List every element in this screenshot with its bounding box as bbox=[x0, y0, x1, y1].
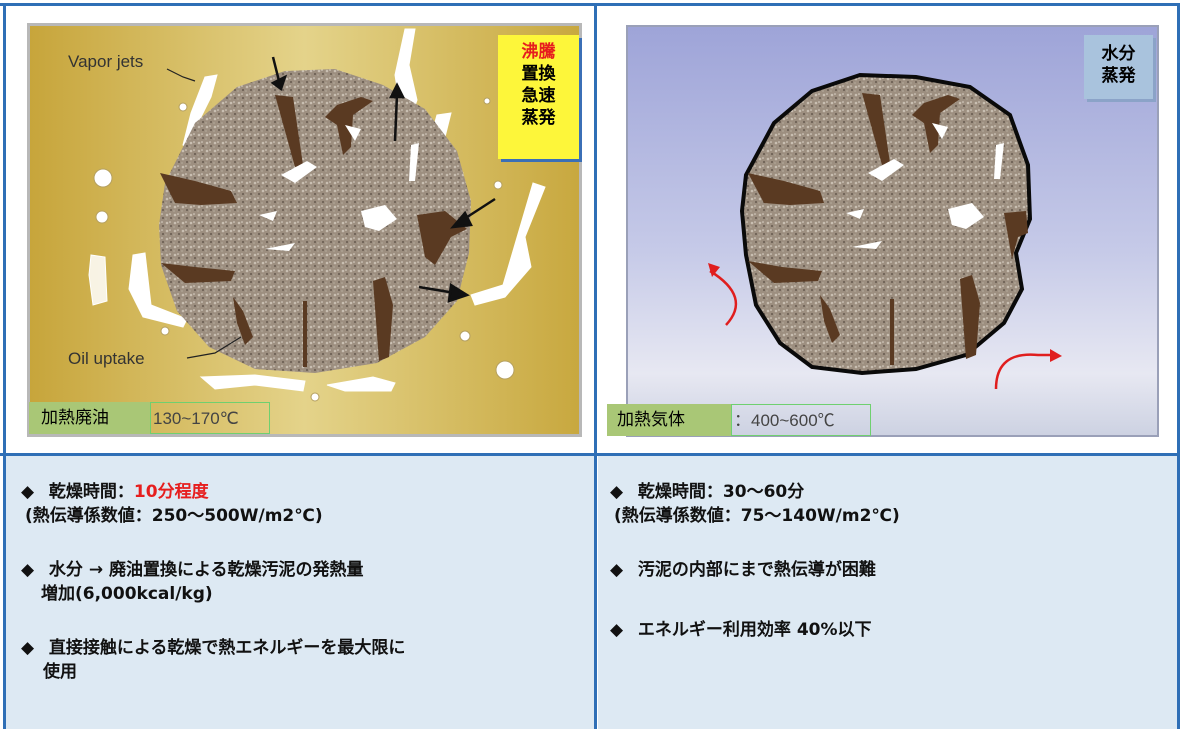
bullet-1: ◆ 乾燥時間：10分程度 bbox=[21, 481, 209, 503]
process-tag: 沸騰 置換 急速 蒸発 bbox=[498, 35, 579, 159]
bullet-3-cont: 使用 bbox=[43, 662, 77, 682]
tag-evaporate: 蒸発 bbox=[1101, 66, 1136, 86]
bubbles bbox=[93, 97, 515, 402]
heating-medium-label: 加熱気体 bbox=[607, 404, 731, 436]
drying-time-value: 10分程度 bbox=[133, 482, 209, 502]
tag-moisture: 水分 bbox=[1101, 44, 1136, 64]
bullet-3: ◆ 直接接触による乾燥で熱エネルギーを最大限に bbox=[21, 637, 405, 659]
left-border bbox=[3, 3, 6, 729]
gas-drying-cell: 水分 蒸発 加熱気体 ：400~600℃ bbox=[598, 5, 1180, 453]
oil-drying-diagram bbox=[27, 23, 582, 437]
diamond-icon: ◆ bbox=[610, 482, 624, 502]
bullet-2-text: 水分 → 廃油置換による乾燥汚泥の発熱量 bbox=[48, 560, 364, 580]
oil-drying-cell: Vapor jets Oil uptake 沸騰 置換 急速 蒸発 加熱廃油 1… bbox=[5, 5, 594, 453]
top-border bbox=[0, 3, 1180, 6]
bullet-1: ◆ 乾燥時間：30～60分 bbox=[610, 481, 804, 503]
bullet-1-sub: (熱伝導係数値：75～140W/m2℃) bbox=[614, 506, 900, 526]
bullet-3-text: エネルギー利用効率 40%以下 bbox=[637, 620, 872, 640]
diamond-icon: ◆ bbox=[21, 482, 35, 502]
gas-flow-arrows bbox=[709, 269, 1052, 390]
middle-border bbox=[0, 453, 1180, 456]
tag-rapid: 急速 bbox=[521, 86, 556, 106]
oil-drying-notes: ◆ 乾燥時間：10分程度 (熱伝導係数値：250～500W/m2℃) ◆ 水分 … bbox=[5, 455, 594, 729]
heating-medium-label: 加熱廃油 bbox=[29, 402, 150, 434]
temperature-label: ：400~600℃ bbox=[731, 404, 871, 436]
oil-uptake-label: Oil uptake bbox=[68, 349, 145, 368]
bullet-2: ◆ 水分 → 廃油置換による乾燥汚泥の発熱量 bbox=[21, 559, 364, 581]
bullet-1-sub: (熱伝導係数値：250～500W/m2℃) bbox=[25, 506, 323, 526]
tag-replacement: 置換 bbox=[521, 64, 556, 84]
bullet-2: ◆ 汚泥の内部にまで熱伝導が困難 bbox=[610, 559, 876, 581]
center-border bbox=[594, 3, 597, 729]
bullet-3-text: 直接接触による乾燥で熱エネルギーを最大限に bbox=[48, 638, 406, 658]
sludge-particle bbox=[159, 69, 471, 373]
diamond-icon: ◆ bbox=[21, 560, 35, 580]
diamond-icon: ◆ bbox=[21, 638, 35, 658]
temperature-label: 130~170℃ bbox=[150, 402, 270, 434]
right-border bbox=[1177, 3, 1180, 729]
bullet-3: ◆ エネルギー利用効率 40%以下 bbox=[610, 619, 872, 641]
gas-drying-notes: ◆ 乾燥時間：30～60分 (熱伝導係数値：75～140W/m2℃) ◆ 汚泥の… bbox=[598, 455, 1180, 729]
drying-time-label: 乾燥時間： bbox=[48, 482, 134, 502]
evaporation-tag: 水分 蒸発 bbox=[1084, 35, 1153, 99]
drying-time-label: 乾燥時間：30～60分 bbox=[637, 482, 805, 502]
tag-boiling: 沸騰 bbox=[521, 42, 556, 62]
heat-flow-arrows bbox=[270, 56, 496, 303]
bullet-2-text: 汚泥の内部にまで熱伝導が困難 bbox=[637, 560, 876, 580]
vapor-jets-label: Vapor jets bbox=[68, 52, 144, 71]
diamond-icon: ◆ bbox=[610, 620, 624, 640]
diamond-icon: ◆ bbox=[610, 560, 624, 580]
voids bbox=[846, 123, 1004, 249]
internal-voids bbox=[259, 125, 419, 251]
callout-leaders bbox=[166, 68, 242, 359]
gas-drying-diagram bbox=[626, 25, 1159, 437]
tag-evaporation: 蒸発 bbox=[521, 108, 556, 128]
bullet-2-cont: 増加(6,000kcal/kg) bbox=[41, 584, 213, 604]
sludge-particle-dry bbox=[739, 72, 1033, 376]
arrow-heads bbox=[708, 263, 1062, 362]
